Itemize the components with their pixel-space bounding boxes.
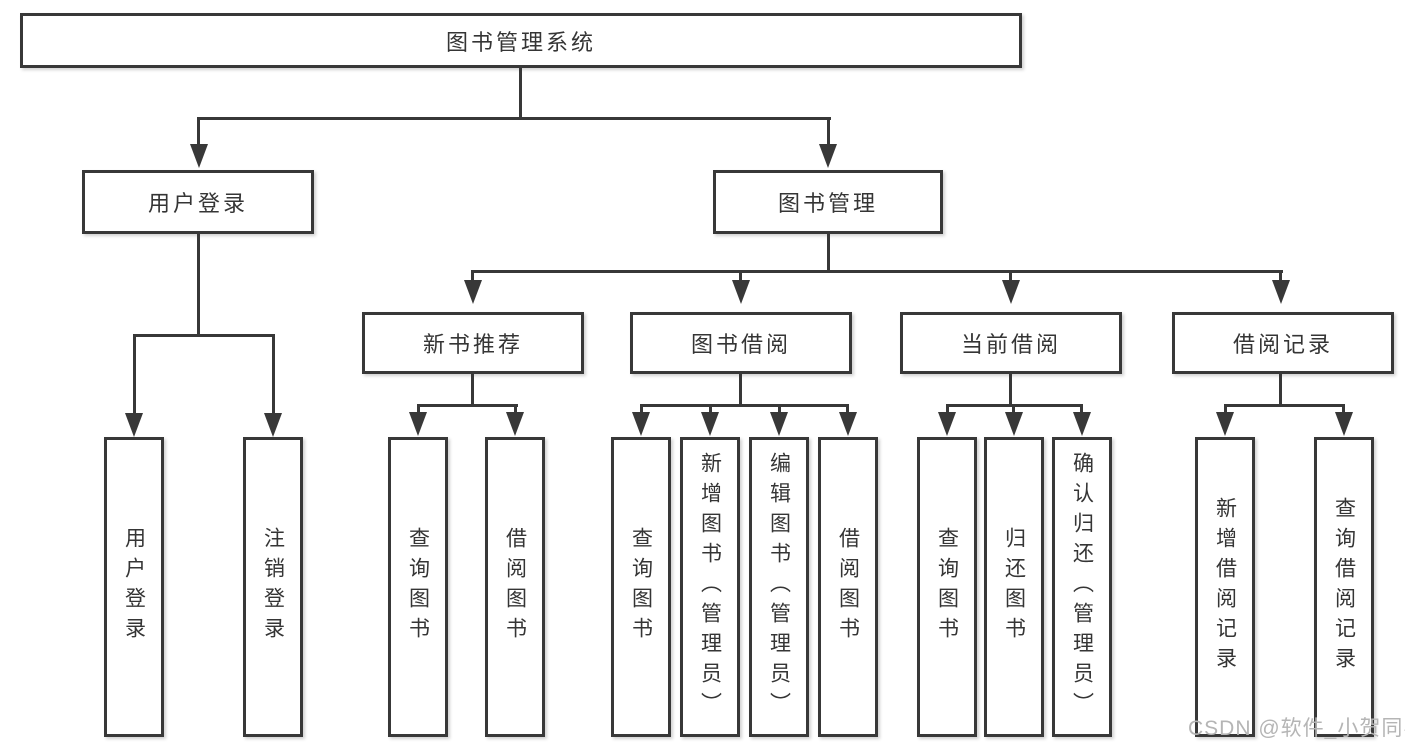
arrow-down-icon [1073, 412, 1091, 436]
connector-line [739, 270, 742, 282]
leaf-records-add-record: 新增借阅记录 [1195, 437, 1255, 737]
connector-line [471, 374, 474, 407]
leaf-current-return-books-label: 归还图书 [1002, 527, 1026, 647]
node-root: 图书管理系统 [20, 13, 1022, 68]
arrow-down-icon [839, 412, 857, 436]
leaf-borrowing-edit-books: 编辑图书（管理员） [749, 437, 809, 737]
leaf-recommend-query-books-label: 查询图书 [406, 527, 430, 647]
arrow-down-icon [1002, 280, 1020, 304]
connector-line [417, 404, 420, 414]
node-new-book-recommend-label: 新书推荐 [422, 332, 523, 357]
leaf-user-login-label: 用户登录 [122, 527, 146, 647]
leaf-current-query-books-label: 查询图书 [935, 527, 959, 647]
connector-line [514, 404, 517, 414]
node-user-login: 用户登录 [82, 170, 314, 234]
connector-line [1279, 374, 1282, 407]
leaf-current-confirm-return: 确认归还（管理员） [1052, 437, 1112, 737]
connector-line [133, 334, 136, 414]
connector-line [827, 117, 830, 147]
connector-line [272, 334, 275, 414]
connector-line [1012, 404, 1015, 414]
arrow-down-icon [125, 413, 143, 437]
arrow-down-icon [632, 412, 650, 436]
arrow-down-icon [464, 280, 482, 304]
arrow-down-icon [190, 144, 208, 168]
node-book-management-label: 图书管理 [777, 191, 878, 216]
leaf-logout-label: 注销登录 [261, 527, 285, 647]
leaf-current-return-books: 归还图书 [984, 437, 1044, 737]
node-book-management: 图书管理 [713, 170, 943, 234]
leaf-current-query-books: 查询图书 [917, 437, 977, 737]
node-book-borrowing: 图书借阅 [630, 312, 852, 374]
node-new-book-recommend: 新书推荐 [362, 312, 584, 374]
connector-line [1009, 270, 1012, 282]
leaf-borrowing-add-books: 新增图书（管理员） [680, 437, 740, 737]
arrow-down-icon [1335, 412, 1353, 436]
connector-line [778, 404, 781, 414]
leaf-recommend-query-books: 查询图书 [388, 437, 448, 737]
node-book-borrowing-label: 图书借阅 [690, 332, 791, 357]
node-borrowing-records-label: 借阅记录 [1232, 332, 1333, 357]
connector-line [197, 234, 200, 337]
connector-line [1224, 404, 1227, 414]
leaf-current-confirm-return-label: 确认归还（管理员） [1070, 452, 1094, 722]
arrow-down-icon [1272, 280, 1290, 304]
connector-line [197, 117, 831, 120]
connector-line [519, 68, 522, 120]
connector-line [417, 404, 518, 407]
leaf-records-query-record: 查询借阅记录 [1314, 437, 1374, 737]
leaf-borrowing-query-books-label: 查询图书 [629, 527, 653, 647]
node-user-login-label: 用户登录 [147, 191, 248, 216]
leaf-borrowing-borrow-books-label: 借阅图书 [836, 527, 860, 647]
leaf-borrowing-query-books: 查询图书 [611, 437, 671, 737]
leaf-records-query-record-label: 查询借阅记录 [1332, 497, 1356, 677]
leaf-recommend-borrow-books-label: 借阅图书 [503, 527, 527, 647]
arrow-down-icon [732, 280, 750, 304]
node-borrowing-records: 借阅记录 [1172, 312, 1394, 374]
arrow-down-icon [819, 144, 837, 168]
connector-line [472, 270, 1283, 273]
connector-line [1080, 404, 1083, 414]
arrow-down-icon [1216, 412, 1234, 436]
arrow-down-icon [264, 413, 282, 437]
connector-line [709, 404, 712, 414]
arrow-down-icon [701, 412, 719, 436]
arrow-down-icon [1005, 412, 1023, 436]
leaf-borrowing-borrow-books: 借阅图书 [818, 437, 878, 737]
connector-line [1224, 404, 1345, 407]
leaf-borrowing-add-books-label: 新增图书（管理员） [698, 452, 722, 722]
leaf-borrowing-edit-books-label: 编辑图书（管理员） [767, 452, 791, 722]
connector-line [946, 404, 949, 414]
connector-line [1009, 374, 1012, 407]
arrow-down-icon [506, 412, 524, 436]
csdn-watermark: CSDN @软件_小贺同学 [1188, 717, 1405, 740]
connector-line [471, 270, 474, 282]
connector-line [1279, 270, 1282, 282]
leaf-records-add-record-label: 新增借阅记录 [1213, 497, 1237, 677]
arrow-down-icon [938, 412, 956, 436]
leaf-logout: 注销登录 [243, 437, 303, 737]
arrow-down-icon [770, 412, 788, 436]
connector-line [640, 404, 643, 414]
connector-line [640, 404, 849, 407]
connector-line [197, 117, 200, 147]
node-current-borrowing-label: 当前借阅 [960, 332, 1061, 357]
node-root-label: 图书管理系统 [445, 29, 596, 55]
node-current-borrowing: 当前借阅 [900, 312, 1122, 374]
connector-line [846, 404, 849, 414]
arrow-down-icon [409, 412, 427, 436]
leaf-recommend-borrow-books: 借阅图书 [485, 437, 545, 737]
connector-line [133, 334, 275, 337]
connector-line [827, 234, 830, 273]
leaf-user-login: 用户登录 [104, 437, 164, 737]
connector-line [739, 374, 742, 407]
connector-line [1342, 404, 1345, 414]
